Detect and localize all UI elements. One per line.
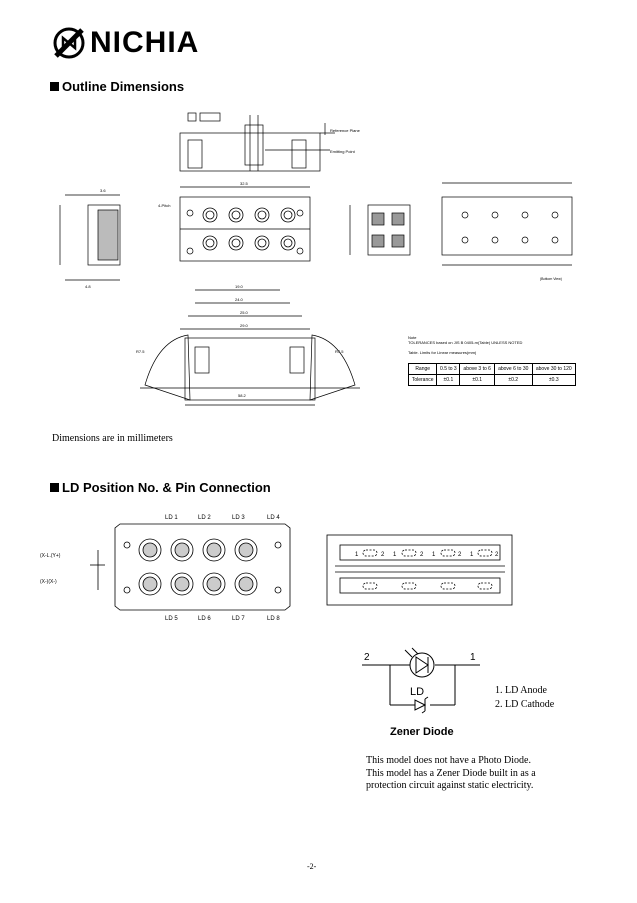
side-view-right — [349, 204, 411, 256]
dim-label: R7.5 — [335, 349, 344, 354]
tolerance-header-row: Range 0.5 to 3 above 3 to 6 above 6 to 3… — [407, 363, 577, 375]
dim-label: 32.5 — [240, 181, 249, 186]
legend-item: 1. LD Anode — [495, 685, 547, 696]
dim-label: 24.0 — [235, 297, 244, 302]
table-cell: Range — [407, 363, 438, 375]
table-cell: above 3 to 6 — [459, 363, 495, 375]
ld-label-1: LD 1 — [165, 515, 178, 521]
ld-label-4: LD 4 — [267, 515, 280, 521]
top-view: 32.5 19.0 24.0 25.0 29.0 4-Pitch — [158, 181, 311, 330]
dim-label: 29.0 — [240, 323, 249, 328]
bullet-square-icon — [50, 82, 59, 91]
lower-front-view: R7.5 R7.5 58.2 — [136, 334, 360, 406]
pin-2-label: 2 — [364, 652, 370, 663]
ld-label-8: LD 8 — [267, 616, 280, 622]
dim-label: 4-Pitch — [158, 203, 170, 208]
note-line: This model has a Zener Diode built in as… — [366, 767, 536, 779]
pin-number: 2 — [495, 552, 499, 558]
brand-name: NICHIA — [90, 26, 200, 59]
tolerance-value-row: Tolerance ±0.1 ±0.1 ±0.2 ±0.3 — [407, 374, 577, 386]
bottom-view: (Bottom View) — [441, 182, 573, 281]
ld-label-5: LD 5 — [165, 616, 178, 622]
ld-label-3: LD 3 — [232, 515, 245, 521]
table-cell: ±0.2 — [493, 374, 533, 386]
table-cell: ±0.1 — [436, 374, 461, 386]
section-title-ld: LD Position No. & Pin Connection — [50, 480, 271, 495]
ld-symbol-label: LD — [410, 686, 424, 698]
model-notes: This model does not have a Photo Diode. … — [366, 755, 536, 793]
note-line: protection circuit against static electr… — [366, 780, 534, 791]
units-note: Dimensions are in millimeters — [52, 433, 173, 444]
dim-label: 58.2 — [238, 393, 247, 398]
tolerance-note: Note TOLERANCES based on JIS B 0405-m(Ta… — [408, 335, 523, 355]
ld-position-diagram: LD 1 LD 2 LD 3 LD 4 LD 5 LD 6 LD 7 LD 8 … — [40, 515, 291, 622]
legend-item: 2. LD Cathode — [495, 699, 555, 710]
tolerance-table: Range 0.5 to 3 above 3 to 6 above 6 to 3… — [407, 363, 577, 386]
dim-label: 19.0 — [235, 284, 244, 289]
note-line: This model does not have a Photo Diode. — [366, 755, 531, 766]
circuit-schematic: 2 1 LD Zener Diode — [362, 647, 480, 738]
axis-label-x: (X-)(X-) — [40, 579, 57, 585]
pin-legend: 1. LD Anode 2. LD Cathode — [495, 684, 554, 712]
ld-label-7: LD 7 — [232, 616, 245, 622]
dim-label: 25.0 — [240, 310, 249, 315]
pin-number: 2 — [458, 552, 462, 558]
nichia-logo-mark — [53, 27, 85, 59]
ld-label-2: LD 2 — [198, 515, 211, 521]
pin-connection-diagram: 1 2 1 2 1 2 1 2 — [326, 534, 513, 606]
ld-label-6: LD 6 — [198, 616, 211, 622]
bottom-view-label: (Bottom View) — [540, 277, 562, 281]
pin-number: 1 — [432, 552, 436, 558]
table-cell: above 6 to 30 — [493, 363, 533, 375]
outline-drawing: Reference Plane Emitting Point 3.6 4.8 — [59, 112, 573, 406]
front-view: Reference Plane Emitting Point — [179, 112, 361, 172]
section-title-outline: Outline Dimensions — [50, 79, 184, 94]
page-number: -2- — [307, 862, 317, 871]
emitting-point-label: Emitting Point — [330, 149, 356, 154]
axis-label-y: (X-L.(Y+) — [40, 553, 61, 559]
table-cell: ±0.3 — [531, 374, 577, 386]
table-cell: 0.5 to 3 — [436, 363, 461, 375]
pin-1-label: 1 — [470, 652, 476, 663]
reference-plane-label: Reference Plane — [330, 128, 361, 133]
table-cell: ±0.1 — [459, 374, 495, 386]
table-cell: above 30 to 120 — [531, 363, 577, 375]
pin-number: 1 — [470, 552, 474, 558]
pin-number: 1 — [393, 552, 397, 558]
side-view-left: 3.6 4.8 — [59, 188, 121, 289]
dim-label: 4.8 — [85, 284, 91, 289]
dim-label: R7.5 — [136, 349, 145, 354]
pin-number: 2 — [381, 552, 385, 558]
table-cell: Tolerance — [407, 374, 438, 386]
nichia-logo: NICHIA — [52, 26, 212, 60]
dim-label: 3.6 — [100, 188, 106, 193]
zener-diode-label: Zener Diode — [390, 726, 454, 738]
bullet-square-icon — [50, 483, 59, 492]
pin-number: 1 — [355, 552, 359, 558]
pin-number: 2 — [420, 552, 424, 558]
